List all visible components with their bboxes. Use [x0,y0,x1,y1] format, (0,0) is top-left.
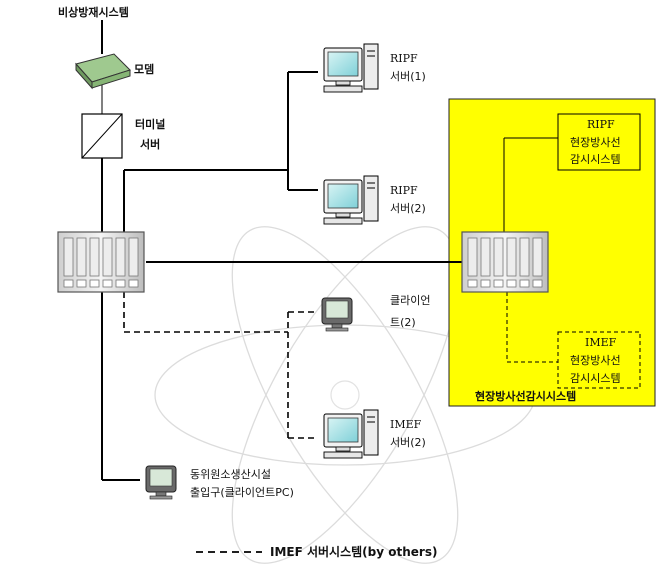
imef-server-2-label-2: 서버(2) [390,436,426,449]
modem-icon [75,53,131,90]
client-2-label-2: 트(2) [390,316,416,329]
ripf-server-2-label-1: RIPF [390,184,418,197]
ripf-server-2-icon [323,175,379,225]
client-2-icon [321,297,353,332]
terminal-server-label-2: 서버 [140,137,160,151]
isotope-client-label-2: 출입구(클라이언트PC) [190,486,294,499]
imef-onsite-label-3: 감시시스템 [570,372,621,385]
ripf-server-2-label-2: 서버(2) [390,202,426,215]
ripf-server-1-label-2: 서버(1) [390,70,426,83]
terminal-server-icon [81,113,123,159]
ripf-onsite-label-2: 현장방사선 [570,136,621,149]
terminal-server-label-1: 터미널 [135,117,165,131]
legend-label: IMEF 서버시스템(by others) [270,544,437,559]
onsite-switch-rack-icon [461,231,549,293]
imef-server-2-label-1: IMEF [390,418,422,431]
ripf-onsite-box [557,113,641,171]
imef-onsite-label-1: IMEF [585,336,617,349]
solid-connections [101,20,558,481]
onsite-monitoring-region-label: 현장방사선감시시스템 [475,389,576,403]
imef-onsite-label-2: 현장방사선 [570,354,621,367]
emergency-system-label: 비상방재시스템 [58,5,129,19]
imef-onsite-box [557,331,641,389]
isotope-client-icon [145,465,177,500]
modem-label: 모뎀 [134,62,154,76]
client-2-label-1: 클라이언 [390,294,430,307]
ripf-server-1-icon [323,43,379,93]
ripf-onsite-label-1: RIPF [587,118,615,131]
dashed-connections [123,292,558,439]
main-switch-rack-icon [57,231,145,293]
ripf-server-1-label-1: RIPF [390,52,418,65]
isotope-client-label-1: 동위원소생산시설 [190,468,271,481]
imef-server-2-icon [323,409,379,459]
ripf-onsite-label-3: 감시시스템 [570,153,621,166]
